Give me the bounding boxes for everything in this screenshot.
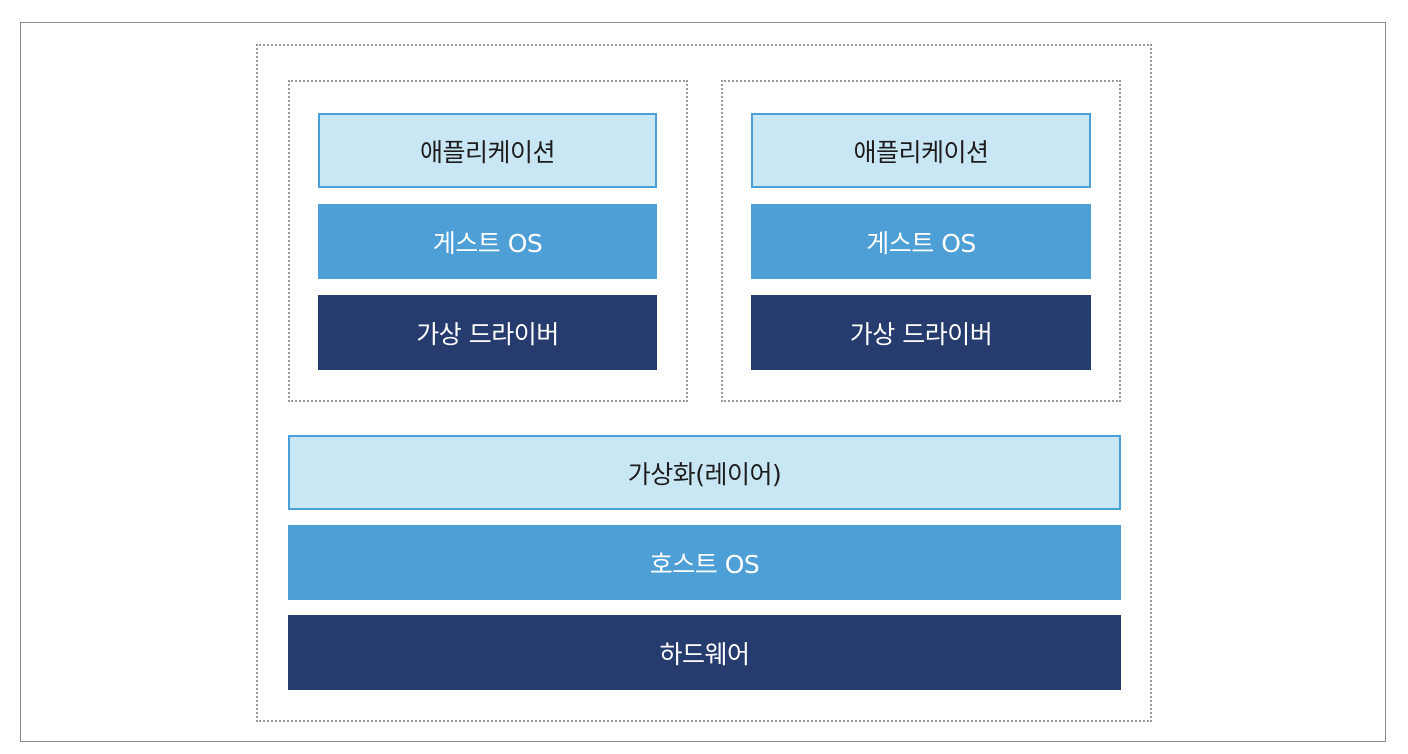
host-os-label: 호스트 OS bbox=[649, 549, 760, 579]
vm-left-virtual-driver-label: 가상 드라이버 bbox=[416, 319, 559, 349]
host-system-boundary bbox=[256, 44, 1152, 722]
vm-left-application-label: 애플리케이션 bbox=[419, 137, 556, 167]
vm-left-boundary bbox=[288, 80, 688, 402]
virtualization-layer-label: 가상화(레이어) bbox=[627, 459, 782, 489]
vm-left-guest-os-block: 게스트 OS bbox=[318, 204, 657, 279]
hardware-block: 하드웨어 bbox=[288, 615, 1121, 690]
host-os-block: 호스트 OS bbox=[288, 525, 1121, 600]
vm-left-virtual-driver-block: 가상 드라이버 bbox=[318, 295, 657, 370]
vm-right-virtual-driver-label: 가상 드라이버 bbox=[849, 319, 993, 349]
vm-right-guest-os-label: 게스트 OS bbox=[866, 228, 976, 258]
vm-right-guest-os-block: 게스트 OS bbox=[751, 204, 1091, 279]
vm-right-virtual-driver-block: 가상 드라이버 bbox=[751, 295, 1091, 370]
hardware-label: 하드웨어 bbox=[659, 639, 750, 669]
vm-left-application-block: 애플리케이션 bbox=[318, 113, 657, 188]
vm-right-application-label: 애플리케이션 bbox=[853, 137, 989, 167]
virtualization-layer-block: 가상화(레이어) bbox=[288, 435, 1121, 510]
vm-left-guest-os-label: 게스트 OS bbox=[432, 228, 543, 258]
vm-right-application-block: 애플리케이션 bbox=[751, 113, 1091, 188]
vm-right-boundary bbox=[721, 80, 1121, 402]
